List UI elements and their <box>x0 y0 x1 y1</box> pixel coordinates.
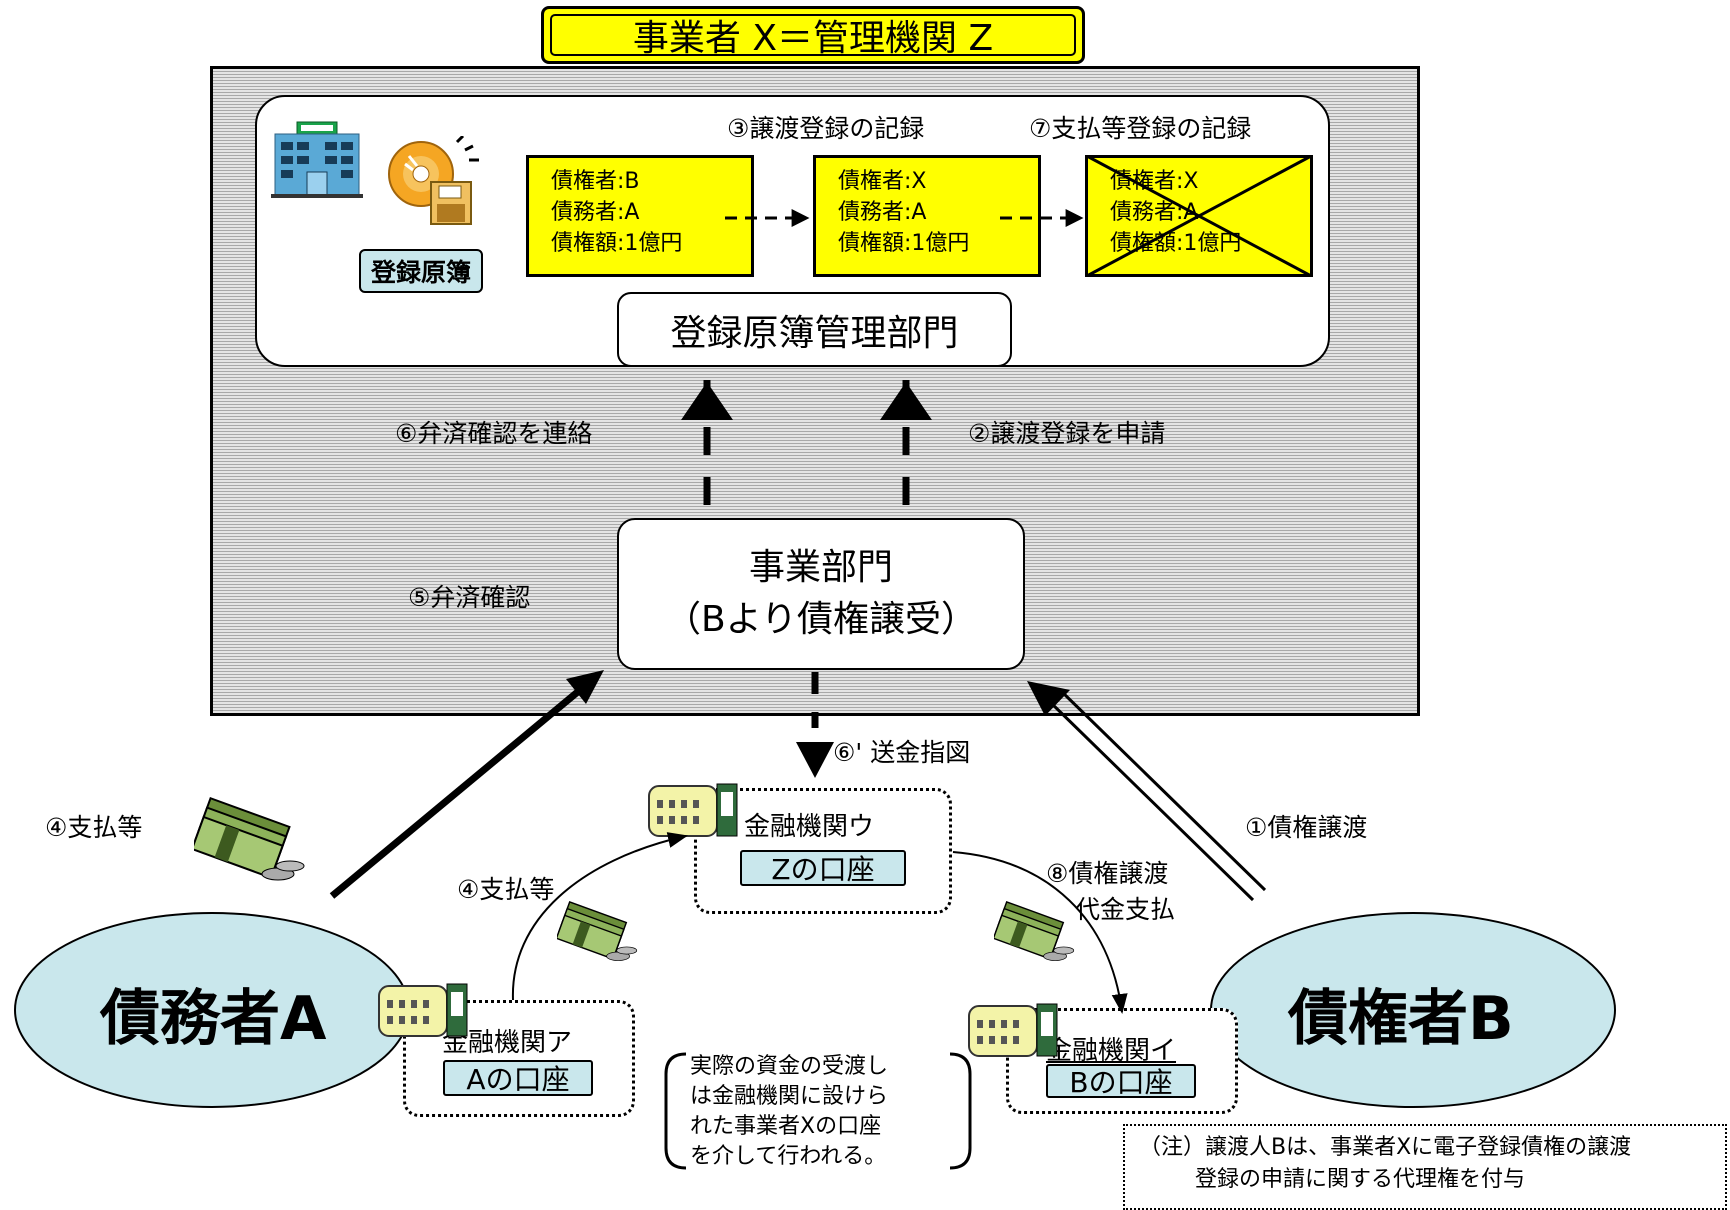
record-debtor: 債務者:A <box>838 200 927 225</box>
title-banner: 事業者 X＝管理機関 Z <box>541 6 1085 64</box>
building-icon <box>271 121 363 198</box>
settlement-note: 実際の資金の受渡し は金融機関に設けら れた事業者Xの口座 を介して行われる。 <box>690 1052 888 1172</box>
diagram-title: 事業者 X＝管理機関 Z <box>550 14 1076 59</box>
bank-u-name: 金融機関ウ <box>744 812 875 842</box>
note-line: 実際の資金の受渡し <box>690 1054 889 1079</box>
creditor-label: 債権者B <box>1288 984 1514 1054</box>
cross-out-mark <box>1085 155 1313 277</box>
money-icon <box>994 900 1075 961</box>
record-amount: 債権額:1億円 <box>551 231 683 256</box>
bank-u-account: Zの口座 <box>740 850 906 886</box>
step-1-label: ①債権譲渡 <box>1245 813 1368 842</box>
transfer-arrow-b <box>1058 688 1267 892</box>
bank-i-name: 金融機関イ <box>1046 1036 1177 1066</box>
step-8-label-1: ⑧債権譲渡 <box>1046 859 1169 888</box>
footnote-box: （注）譲渡人Bは、事業者Xに電子登録債権の譲渡 登録の申請に関する代理権を付与 <box>1123 1124 1727 1210</box>
register-department-box: 登録原簿管理部門 <box>617 292 1012 367</box>
record-box-initial: 債権者:B 債務者:A 債権額:1億円 <box>526 155 754 277</box>
note-line: を介して行われる。 <box>690 1144 887 1169</box>
bank-a-account: Aの口座 <box>443 1060 593 1096</box>
note-line: は金融機関に設けら <box>690 1084 889 1109</box>
note-brace-right <box>949 1052 972 1170</box>
step-4-left-label: ④支払等 <box>45 813 143 842</box>
money-icon <box>557 900 638 961</box>
step-4-mid-label: ④支払等 <box>457 875 555 904</box>
transfer-arrow-a <box>1046 698 1255 902</box>
business-title: 事業部門 <box>748 547 893 588</box>
step-8-label-2: 代金支払 <box>1075 895 1176 924</box>
note-brace-left <box>664 1052 687 1170</box>
record-creditor: 債権者:X <box>838 169 927 194</box>
step-6-label: ⑥弁済確認を連絡 <box>395 419 593 448</box>
step-5-label: ⑤弁済確認 <box>408 583 531 612</box>
footnote-line-1: （注）譲渡人Bは、事業者Xに電子登録債権の譲渡 <box>1139 1135 1632 1160</box>
bank-icon <box>968 1003 1058 1057</box>
record-creditor: 債権者:B <box>551 169 640 194</box>
step-2-label: ②譲渡登録を申請 <box>968 419 1166 448</box>
record-box-transferred: 債権者:X 債務者:A 債権額:1億円 <box>813 155 1041 277</box>
footnote-line-2: 登録の申請に関する代理権を付与 <box>1195 1167 1526 1192</box>
step-3-label: ③譲渡登録の記録 <box>727 114 925 143</box>
record-debtor: 債務者:A <box>1110 200 1199 225</box>
step-6b-label: ⑥' 送金指図 <box>833 738 971 767</box>
record-amount: 債権額:1億円 <box>838 231 970 256</box>
debtor-label: 債務者A <box>100 984 327 1054</box>
register-ledger-label: 登録原簿 <box>359 249 483 293</box>
record-creditor: 債権者:X <box>1110 169 1199 194</box>
money-icon <box>194 796 305 881</box>
step-7-label: ⑦支払等登録の記録 <box>1029 114 1252 143</box>
bank-icon <box>378 983 468 1037</box>
bank-i-account: Bの口座 <box>1046 1064 1196 1099</box>
bank-icon <box>648 783 738 837</box>
note-line: れた事業者Xの口座 <box>690 1114 882 1139</box>
business-department-box: 事業部門 （Bより債権譲受） <box>617 518 1025 670</box>
payment-arrow <box>329 687 583 899</box>
bank-a-to-u-arrow <box>511 832 688 1001</box>
disc-icon <box>388 136 479 225</box>
bank-u-to-i-arrow <box>952 851 1128 1014</box>
record-debtor: 債務者:A <box>551 200 640 225</box>
business-subtitle: （Bより債権譲受） <box>665 599 977 640</box>
